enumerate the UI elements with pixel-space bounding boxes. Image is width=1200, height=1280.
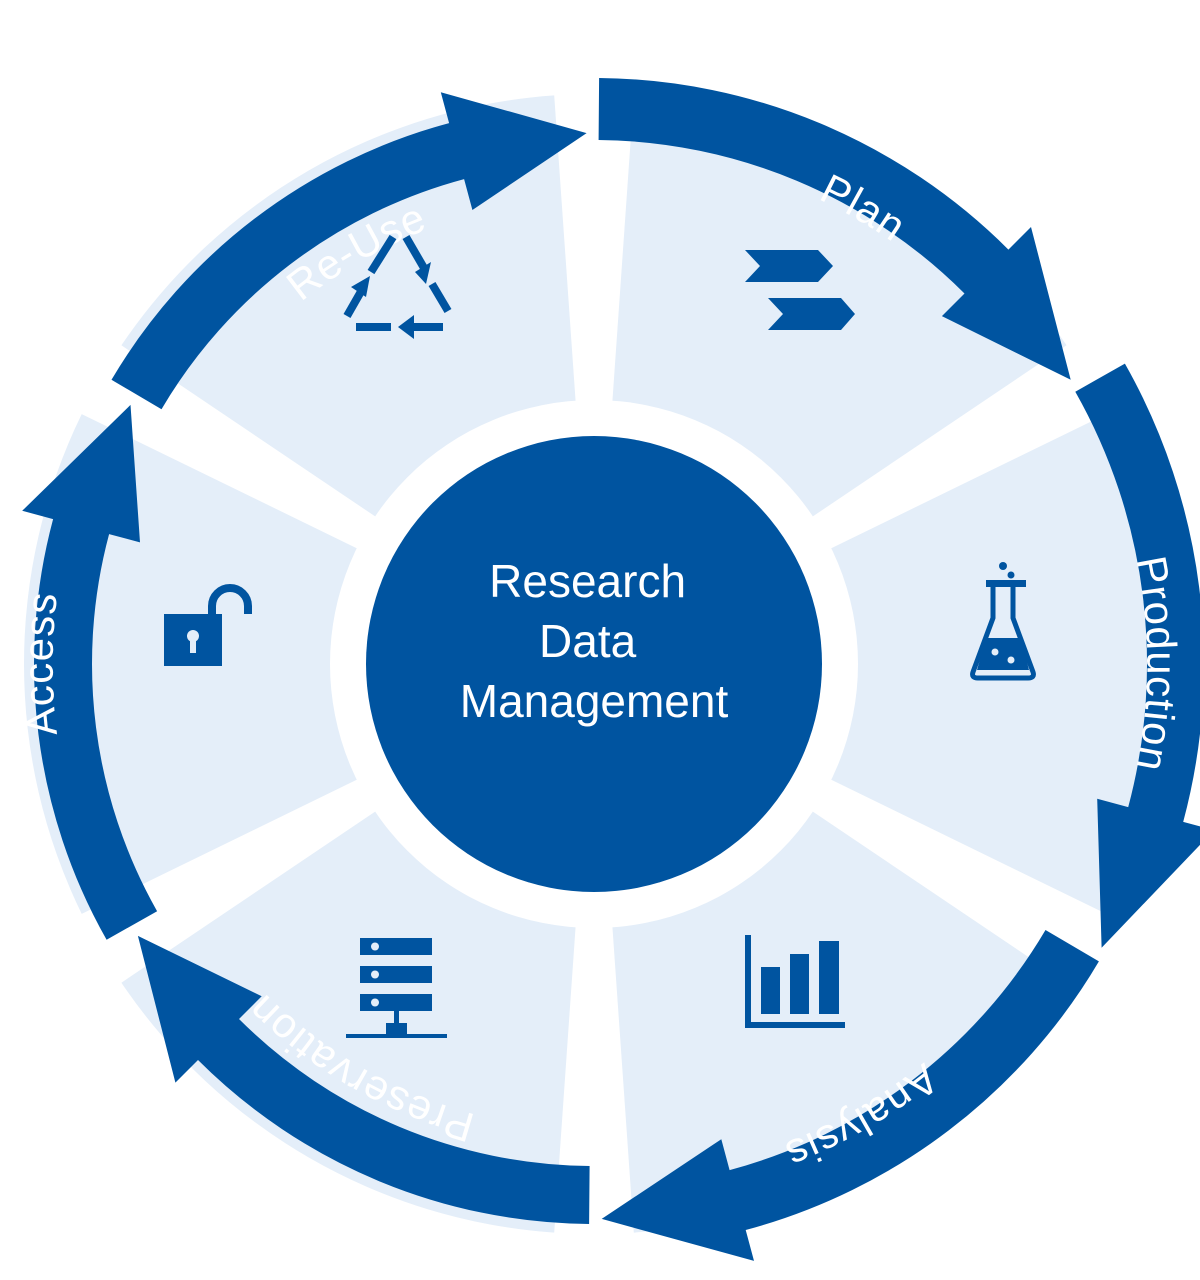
arrow-plan xyxy=(598,78,1071,380)
server-icon xyxy=(346,938,447,1038)
plan-arrows-icon xyxy=(745,250,855,330)
center-line-3: Management xyxy=(460,675,729,727)
segment-preservation xyxy=(121,810,576,1233)
stage-label-access: Access xyxy=(15,589,67,738)
arrow-preservation xyxy=(137,935,590,1224)
segment-analysis xyxy=(612,810,1067,1233)
arrow-production xyxy=(1075,363,1200,948)
center-title: Research Data Management xyxy=(460,555,729,727)
center-line-1: Research xyxy=(489,555,686,607)
center-circle xyxy=(366,436,822,892)
bar-chart-icon xyxy=(745,935,845,1028)
arrow-reuse xyxy=(111,92,587,410)
recycle-arrowheads xyxy=(351,262,431,339)
unlock-icon xyxy=(164,584,252,666)
arrow-analysis xyxy=(601,930,1099,1261)
arrow-access xyxy=(22,404,158,940)
center-line-2: Data xyxy=(539,615,637,667)
flask-icon xyxy=(970,562,1036,681)
lifecycle-arrows xyxy=(22,78,1200,1261)
